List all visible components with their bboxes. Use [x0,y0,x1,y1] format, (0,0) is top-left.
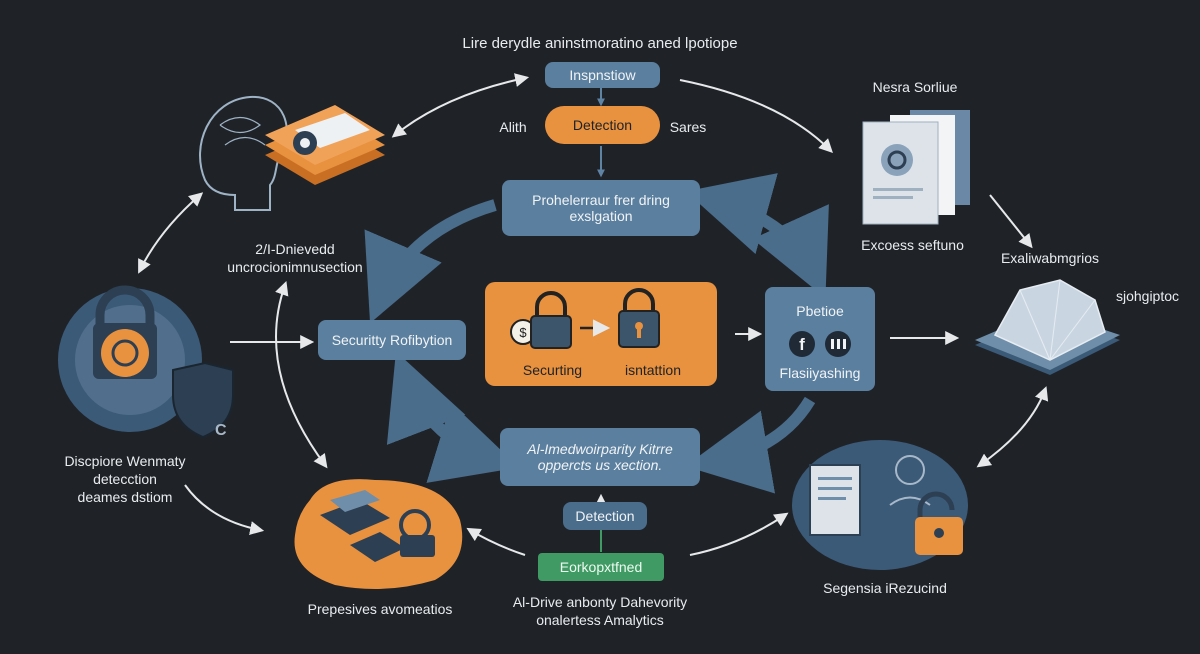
arrow-top-left [391,73,530,138]
keypad-device-icon [294,479,463,589]
inspection-node[interactable]: Inspnstiow [545,62,660,88]
diagram-title: Lire derydle aninstmoratino aned lpotiop… [462,35,738,52]
crystal-platform-icon [975,279,1120,375]
arrow-bottom-right [689,512,789,556]
upper-right-top-label: Nesra Sorliue [872,79,958,95]
svg-text:$: $ [519,325,527,340]
right-mid-label: Exaliwabmgrios [1000,250,1100,266]
securing-panel[interactable]: $ Securting isntattion [485,282,717,386]
phishing-box[interactable]: Pbetioe f Flasiiyashing [765,287,875,391]
arrow-bottom-left [466,527,526,556]
social-icons: f [789,331,851,357]
arrow-inner-left [275,281,328,469]
isntattion-label: isntattion [624,362,682,378]
bottom-left-label: Prepesives avomeatios [307,601,453,617]
arrow-top-right [679,79,833,153]
layered-docs-icon [265,105,385,185]
arrow-left-down [184,484,265,535]
security-box[interactable]: Securitty Rofibytion [318,320,466,360]
human-lock-icon [792,440,968,570]
securing-label: Securting [522,362,583,378]
bottom-center-label: Al-Drive anbonty Dahevority onalertess A… [512,594,688,628]
documents-icon [862,110,970,225]
eorkopxtfned-node[interactable]: Eorkopxtfned [538,553,664,581]
gear-lock-icon: C [58,285,234,439]
svg-text:f: f [799,335,805,354]
padlock-icon: $ [510,288,660,349]
ring-bottom-right [685,396,816,494]
ring-bottom-left [386,351,520,483]
upper-right-bottom-label: Excoess seftuno [861,237,964,253]
ring-top-right [685,173,829,298]
arrow-right-down [989,194,1033,249]
bottom-right-label: Segensia iRezucind [823,580,947,596]
detection-node-bottom[interactable]: Detection [563,502,647,530]
arrow-far-right-up [976,386,1049,468]
ring-top-left [364,199,497,324]
svg-text:C: C [215,422,227,439]
upper-left-label: 2/I-Dnievedd uncrocionimnusection [227,241,363,275]
investigation-box[interactable]: Prohelerraur frer dring exslgation [502,180,700,236]
ai-reaction-box[interactable]: Al-Imedwoirparity Kitrre oppercts us xec… [500,428,700,486]
pbetioe-label: Pbetioe [796,303,844,319]
alith-label: Alith [499,119,527,135]
arrow-left-up [138,192,204,274]
sares-label: Sares [669,119,707,135]
detection-node-top[interactable]: Detection [545,106,660,144]
far-right-label: sjohgiptoc [1115,288,1180,304]
flasiiyashing-label: Flasiiyashing [779,365,861,381]
brain-head-icon [199,95,385,211]
shield-icon [172,361,234,439]
left-bottom-label: Discpiore Wenmaty detecction deames dsti… [64,453,186,505]
